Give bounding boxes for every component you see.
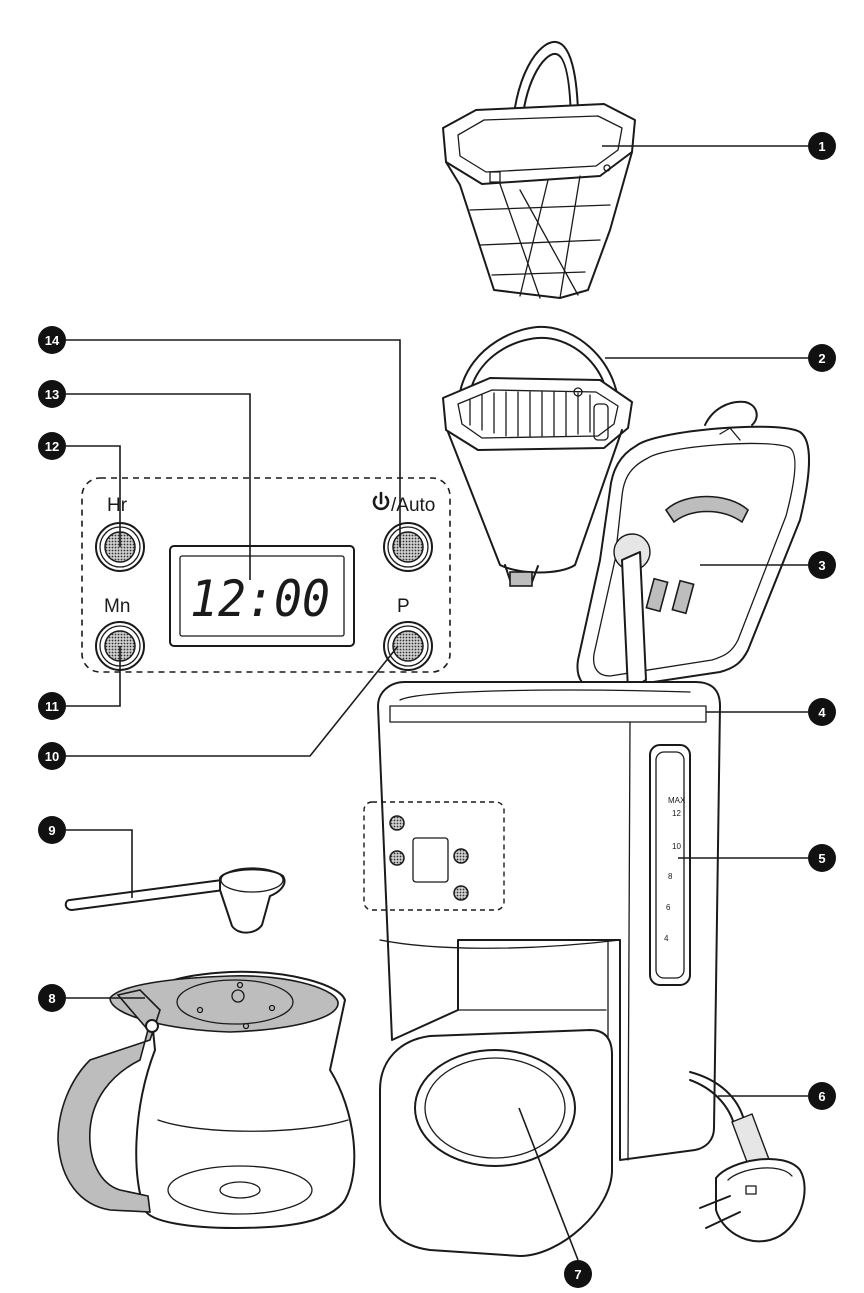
svg-text:13: 13	[45, 387, 59, 402]
svg-text:7: 7	[574, 1267, 581, 1282]
filter-holder	[442, 325, 633, 587]
svg-text:1: 1	[818, 139, 825, 154]
svg-text:12: 12	[45, 439, 59, 454]
scale-10: 10	[672, 842, 681, 851]
lid	[576, 400, 810, 691]
callout-2: 2	[808, 344, 836, 372]
scale-12: 12	[672, 809, 681, 818]
callout-7: 7	[564, 1260, 592, 1288]
svg-text:14: 14	[45, 333, 60, 348]
scale-max: MAX	[668, 796, 686, 805]
svg-text:9: 9	[48, 823, 55, 838]
callout-3: 3	[808, 551, 836, 579]
callout-5: 5	[808, 844, 836, 872]
svg-text:2: 2	[818, 351, 825, 366]
scale-6: 6	[666, 903, 671, 912]
svg-text:11: 11	[45, 699, 59, 714]
filter-basket	[442, 40, 636, 299]
svg-text:4: 4	[818, 705, 826, 720]
lcd-display-text: 12:00	[190, 570, 330, 628]
svg-text:10: 10	[45, 749, 59, 764]
callout-1: 1	[808, 132, 836, 160]
svg-text:3: 3	[818, 558, 825, 573]
svg-text:8: 8	[48, 991, 55, 1006]
callout-10: 10	[38, 742, 66, 770]
coffee-maker-body	[363, 681, 721, 1257]
svg-text:6: 6	[818, 1089, 825, 1104]
callout-9: 9	[38, 816, 66, 844]
callout-11: 11	[38, 692, 66, 720]
mn-button-label: Mn	[104, 596, 130, 617]
power-cord	[689, 1071, 806, 1243]
hr-button-label: Hr	[107, 495, 128, 516]
power-icon	[372, 491, 390, 511]
callout-13: 13	[38, 380, 66, 408]
p-button-label: P	[397, 596, 410, 617]
scale-4: 4	[664, 934, 669, 943]
callout-4: 4	[808, 698, 836, 726]
glass-carafe	[57, 970, 356, 1229]
callout-8: 8	[38, 984, 66, 1012]
auto-button-label: /Auto	[391, 495, 435, 516]
callout-6: 6	[808, 1082, 836, 1110]
leader-lines	[66, 145, 808, 1261]
callout-14: 14	[38, 326, 66, 354]
scale-8: 8	[668, 872, 673, 881]
svg-text:5: 5	[818, 851, 825, 866]
measuring-scoop	[64, 867, 286, 934]
callout-12: 12	[38, 432, 66, 460]
